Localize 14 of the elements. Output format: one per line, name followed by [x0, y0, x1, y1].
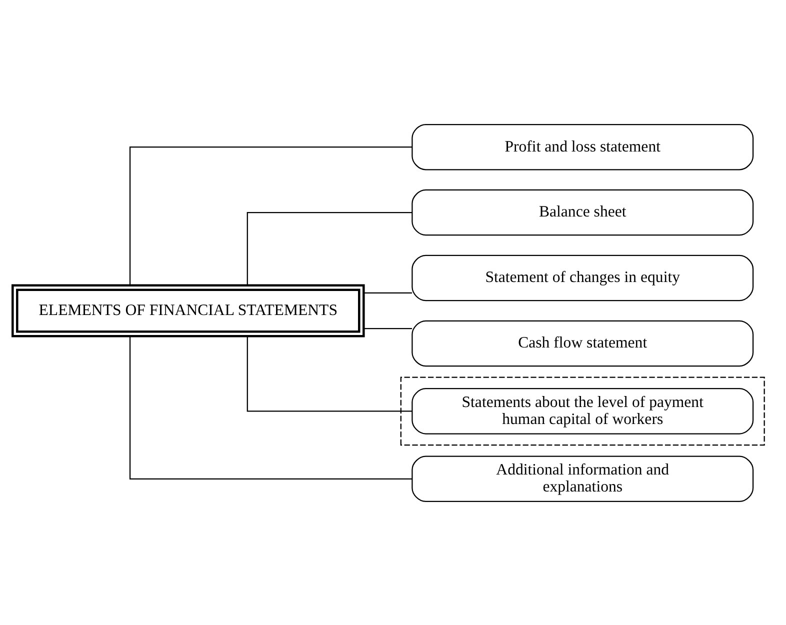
connector: [246, 336, 412, 412]
node-box: Additional information and explanations: [412, 455, 754, 502]
connector: [246, 211, 412, 284]
connector: [129, 146, 412, 285]
node-box: Profit and loss statement: [412, 123, 754, 170]
connector: [129, 336, 412, 479]
connector: [364, 292, 412, 294]
cluster: [400, 376, 765, 446]
node-box: Statements about the level of payment human capital of workers: [412, 388, 754, 434]
connector: [364, 327, 412, 329]
node-box: ELEMENTS OF FINANCIAL STATEMENTS: [12, 284, 365, 337]
node-box: Balance sheet: [412, 188, 754, 236]
node-box: Statement of changes in equity: [412, 254, 754, 301]
node-box: Cash flow statement: [412, 320, 754, 366]
